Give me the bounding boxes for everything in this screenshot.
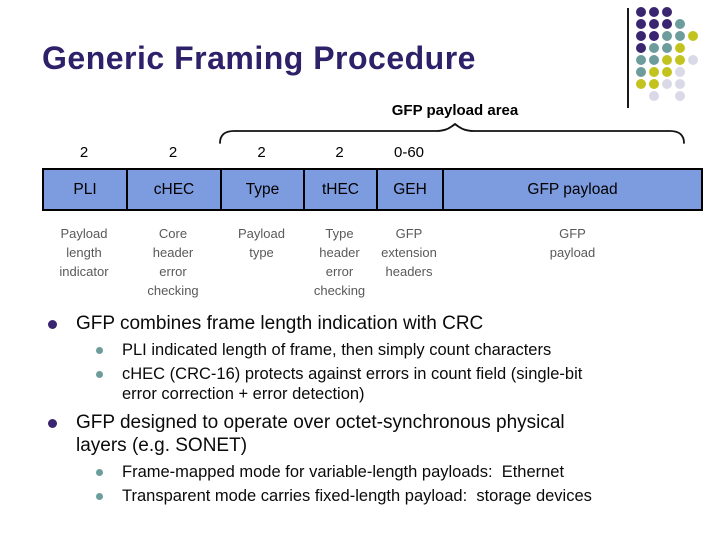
bullet-text: GFP designed to operate over octet-synch… [76, 412, 565, 456]
bullet-text: Transparent mode carries fixed-length pa… [122, 487, 592, 505]
decorative-dot [649, 43, 659, 53]
decorative-dot [636, 91, 646, 101]
gfp-payload-area-label: GFP payload area [391, 102, 519, 119]
decorative-dot [675, 19, 685, 29]
decorative-dot [636, 67, 646, 77]
bullet-text: cHEC (CRC-16) protects against errors in… [122, 365, 583, 403]
field-desc-type: Payload type [238, 226, 285, 260]
field-desc-payload: GFP payload [549, 226, 596, 260]
bullet-icon [48, 320, 57, 329]
bullet-icon [48, 419, 57, 428]
frame-cell-pli: PLI [44, 170, 128, 209]
field-size: 2 [335, 144, 344, 161]
frame-cell-chec: cHEC [128, 170, 222, 209]
decorative-dot [662, 91, 672, 101]
decorative-dot [675, 43, 685, 53]
field-desc-geh: GFP extension headers [381, 226, 437, 279]
field-description-row: Payload length indicator Core header err… [42, 224, 703, 300]
decorative-dot [662, 19, 672, 29]
decorative-dot-grid [636, 7, 701, 103]
frame-cell-thec: tHEC [305, 170, 378, 209]
slide-title: Generic Framing Procedure [42, 40, 476, 76]
decorative-dot [636, 31, 646, 41]
bullet-icon [96, 469, 103, 476]
field-size-row: 2 2 2 2 0-60 [42, 144, 703, 161]
overbrace [219, 123, 685, 144]
bullet-text: Frame-mapped mode for variable-length pa… [122, 463, 565, 481]
decorative-dot [636, 55, 646, 65]
bullet-item: GFP combines frame length indication wit… [40, 312, 704, 335]
frame-cell-type: Type [222, 170, 305, 209]
decorative-dot [662, 67, 672, 77]
decorative-dot [688, 67, 698, 77]
frame-cell-geh: GEH [378, 170, 444, 209]
bullet-item: PLI indicated length of frame, then simp… [88, 340, 704, 360]
decorative-dot [662, 79, 672, 89]
bullet-item: Frame-mapped mode for variable-length pa… [88, 462, 704, 482]
decorative-dot [662, 43, 672, 53]
decorative-dot [636, 19, 646, 29]
decorative-dot [662, 31, 672, 41]
gfp-frame-diagram: PLI cHEC Type tHEC GEH GFP payload [42, 168, 703, 211]
bullet-list: GFP combines frame length indication wit… [40, 312, 704, 510]
bullet-icon [96, 347, 103, 354]
decorative-dot [675, 79, 685, 89]
decorative-dot [675, 67, 685, 77]
decorative-dot [649, 31, 659, 41]
decorative-dot [636, 79, 646, 89]
bullet-text: PLI indicated length of frame, then simp… [122, 341, 552, 359]
field-size: 2 [168, 144, 178, 161]
decorative-dot [675, 7, 685, 17]
decorative-dot [649, 7, 659, 17]
decorative-dot [675, 91, 685, 101]
decorative-dot [662, 55, 672, 65]
decorative-dot [688, 91, 698, 101]
field-size: 0-60 [393, 144, 425, 161]
field-desc-chec: Core header error checking [147, 226, 199, 298]
decorative-dot [636, 7, 646, 17]
decorative-dot [636, 43, 646, 53]
bullet-item: cHEC (CRC-16) protects against errors in… [88, 364, 704, 404]
decorative-dot [688, 55, 698, 65]
field-size: 2 [79, 144, 89, 161]
bullet-item: GFP designed to operate over octet-synch… [40, 411, 704, 457]
decorative-dot [675, 31, 685, 41]
decorative-dot [675, 55, 685, 65]
field-size: 2 [257, 144, 266, 161]
decorative-dot [688, 43, 698, 53]
field-desc-pli: Payload length indicator [59, 226, 109, 279]
decorative-vertical-rule [627, 8, 629, 108]
decorative-dot [662, 7, 672, 17]
decorative-dot [688, 7, 698, 17]
bullet-item: Transparent mode carries fixed-length pa… [88, 486, 704, 506]
frame-cell-payload: GFP payload [444, 170, 701, 209]
field-size [442, 144, 703, 161]
decorative-dot [649, 91, 659, 101]
decorative-dot [688, 31, 698, 41]
bullet-icon [96, 493, 103, 500]
field-desc-thec: Type header error checking [313, 226, 366, 298]
bullet-icon [96, 371, 103, 378]
decorative-dot [649, 79, 659, 89]
decorative-dot [688, 19, 698, 29]
bullet-text: GFP combines frame length indication wit… [76, 313, 484, 334]
decorative-dot [649, 55, 659, 65]
decorative-dot [649, 19, 659, 29]
decorative-dot [649, 67, 659, 77]
decorative-dot [688, 79, 698, 89]
